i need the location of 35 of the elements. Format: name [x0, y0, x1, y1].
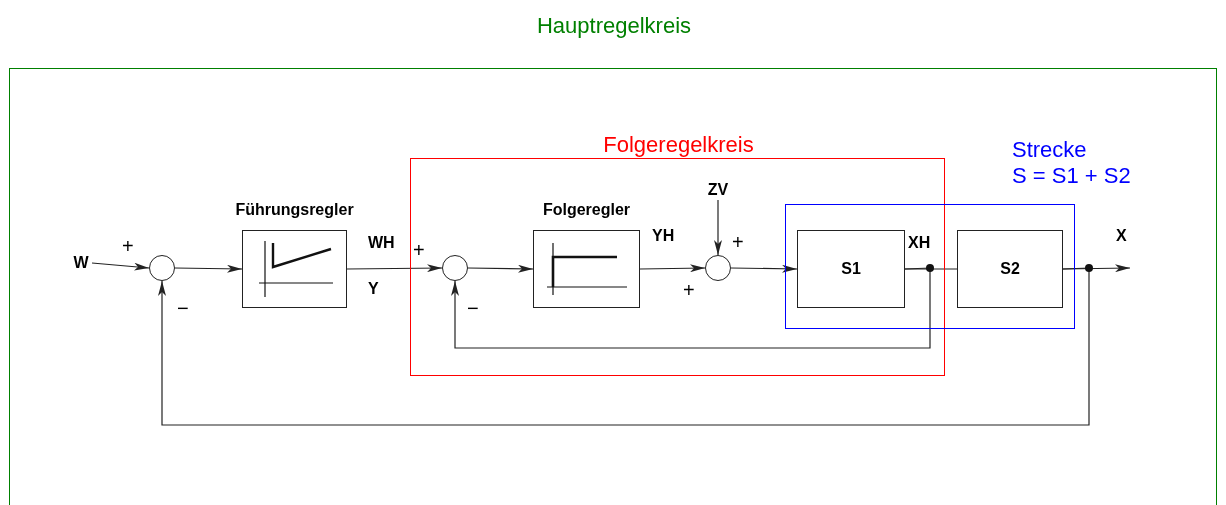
signal-arrow	[346, 264, 443, 273]
signal-name: XH	[908, 233, 931, 253]
signal-arrow	[451, 267, 931, 349]
block-title: Folgeregler	[541, 201, 632, 219]
sign-symbol: +	[122, 236, 134, 256]
signal-name: W	[70, 253, 92, 273]
loop-title: Strecke S = S1 + S2	[1012, 137, 1132, 189]
block-title: Führungsregler	[234, 201, 355, 219]
loop-title: Hauptregelkreis	[535, 13, 693, 39]
sign-symbol: +	[413, 240, 425, 260]
signal-arrow	[91, 262, 150, 271]
transfer-block	[797, 230, 905, 308]
transfer-block	[957, 230, 1063, 308]
signal-name: WH	[368, 233, 395, 253]
signal-name: Y	[368, 279, 379, 299]
sign-symbol: −	[177, 298, 189, 318]
block-label: S1	[841, 260, 861, 278]
signal-arrow	[467, 264, 534, 273]
summing-junction	[149, 255, 175, 281]
signal-arrow	[158, 267, 1090, 426]
summing-junction	[442, 255, 468, 281]
signal-name: YH	[652, 226, 675, 246]
loop-title: Folgeregelkreis	[602, 132, 755, 158]
summing-junction	[705, 255, 731, 281]
signal-name: ZV	[704, 180, 732, 200]
sign-symbol: +	[683, 280, 695, 300]
signal-arrow	[714, 199, 722, 256]
signal-arrow	[174, 264, 243, 273]
signal-arrow	[639, 264, 706, 273]
signal-arrow	[1062, 264, 1131, 273]
signal-name: X	[1116, 226, 1127, 246]
sign-symbol: +	[732, 232, 744, 252]
signal-arrow	[730, 264, 798, 273]
sign-symbol: −	[467, 298, 479, 318]
block-label: S2	[1000, 260, 1020, 278]
